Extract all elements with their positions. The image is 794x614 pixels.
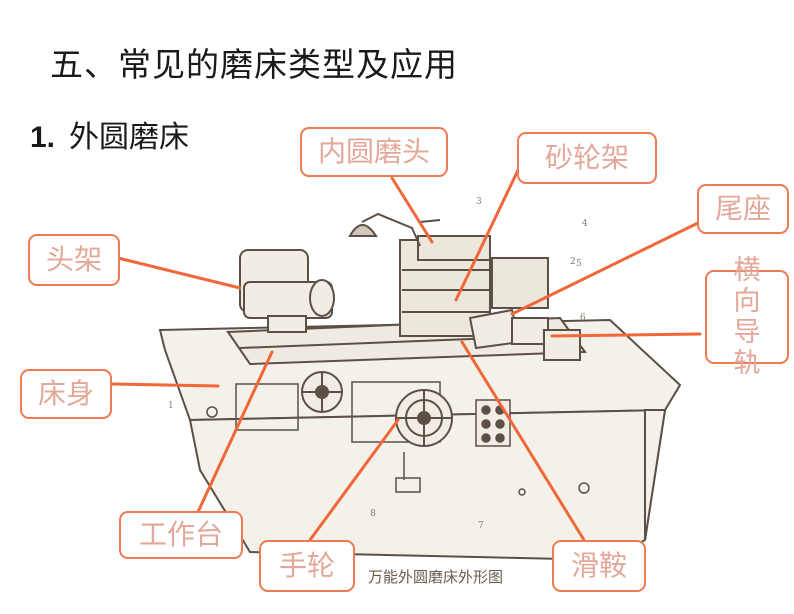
page-heading: 五、常见的磨床类型及应用 (50, 45, 458, 84)
leader-line (116, 256, 242, 290)
leader-line (196, 350, 274, 514)
callout-internal-grinding-head: 内圆磨头 (300, 127, 448, 177)
leader-line (390, 176, 434, 244)
part-number: 6 (580, 313, 586, 323)
section-number: 1. (30, 121, 56, 154)
leader-line (454, 164, 522, 302)
callout-tailstock: 尾座 (697, 184, 789, 234)
part-number: 5 (576, 259, 582, 269)
leader-line (110, 382, 220, 388)
left-handwheel (301, 371, 343, 413)
part-number: 4 (582, 219, 588, 229)
button-panel (475, 399, 511, 447)
callout-headstock: 头架 (28, 234, 120, 286)
section-title: 外圆磨床 (69, 120, 190, 155)
headstock-body (239, 249, 335, 333)
part-number: 2 (570, 257, 576, 267)
part-number: 3 (476, 197, 482, 207)
figure-caption: 万能外圆磨床外形图 (368, 568, 504, 586)
leader-line (460, 340, 586, 542)
leader-line (510, 220, 702, 316)
bed-panel (235, 383, 299, 431)
section-heading: 1. 外圆磨床 (30, 112, 189, 156)
lamp (348, 212, 441, 247)
part-number: 7 (478, 521, 484, 531)
callout-worktable: 工作台 (119, 511, 243, 559)
callout-bed: 床身 (20, 369, 112, 419)
callout-cross-guide: 横向导轨 (705, 255, 789, 379)
callout-wheel-frame: 砂轮架 (517, 132, 657, 184)
part-number: 8 (370, 509, 376, 519)
part-number: 1 (168, 401, 174, 411)
callout-saddle: 滑鞍 (552, 540, 646, 592)
leader-line (308, 418, 400, 542)
front-handwheel (395, 389, 453, 447)
callout-handwheel: 手轮 (259, 540, 355, 592)
leader-line (550, 332, 702, 338)
